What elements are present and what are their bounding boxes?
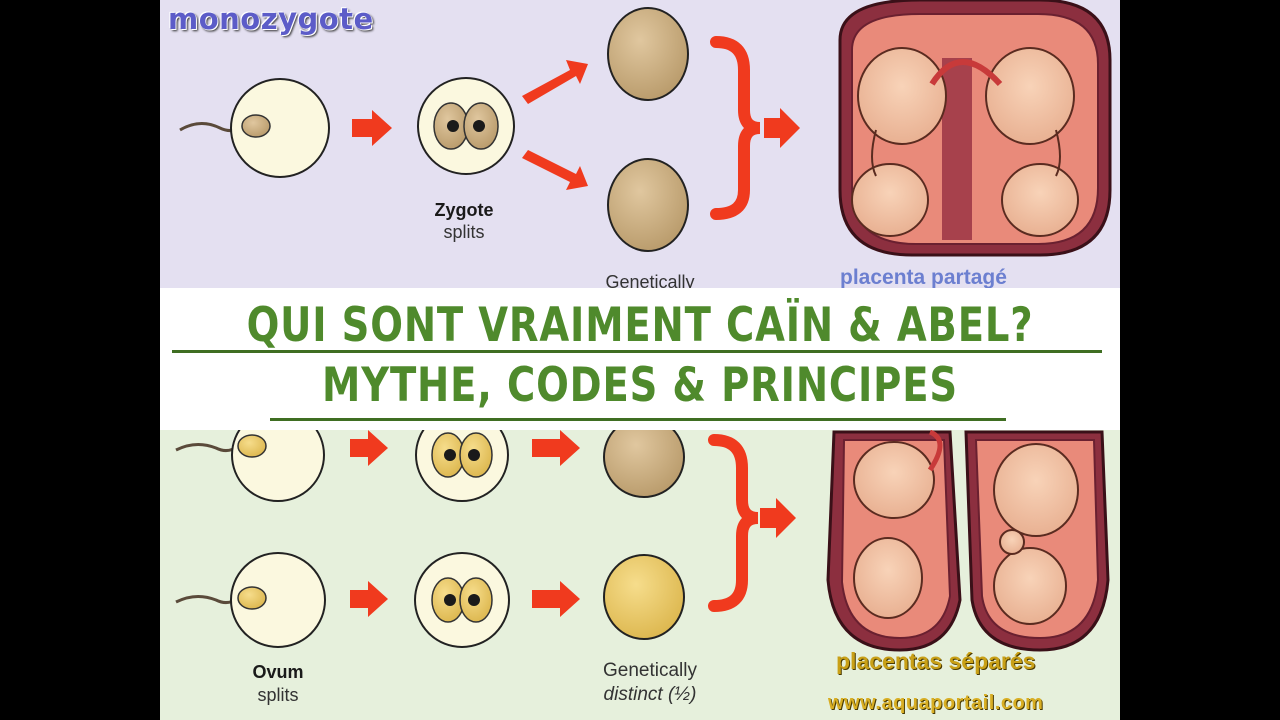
- arrow-icon: [350, 581, 388, 617]
- arrow-icon: [522, 60, 588, 104]
- sperm-icon: [175, 443, 239, 453]
- slide: monozygote Zygote splits Genetically pla…: [160, 0, 1120, 720]
- genetic-label-bottom: Genetically: [603, 660, 697, 681]
- arrow-icon: [532, 581, 580, 617]
- arrow-icon: [350, 430, 388, 466]
- arrow-icon: [760, 498, 796, 538]
- placenta-shared-caption: placenta partagé: [840, 266, 1007, 289]
- cell-icon: [607, 158, 689, 252]
- egg-cell-icon: [230, 552, 326, 648]
- bracket-icon: [710, 36, 761, 220]
- cell-icon: [607, 7, 689, 101]
- title-banner: QUI SONT VRAIMENT CAÏN & ABEL? MYTHE, CO…: [160, 288, 1120, 430]
- zygote-icon: [415, 408, 509, 502]
- arrow-icon: [522, 150, 588, 190]
- placenta-separate-caption: placentas séparés: [836, 648, 1036, 674]
- ovum-sublabel: splits: [257, 685, 299, 705]
- arrow-icon: [532, 430, 580, 466]
- ovum-label: Ovum: [252, 662, 304, 682]
- title-underline-2: [270, 418, 1006, 421]
- watermark-url: www.aquaportail.com: [828, 692, 1044, 714]
- title-underline-1: [172, 350, 1102, 353]
- womb-twins-icon: [838, 0, 1112, 257]
- arrow-icon: [764, 108, 800, 148]
- arrow-icon: [352, 110, 392, 146]
- title-line-2: MYTHE, CODES & PRINCIPES: [322, 358, 958, 413]
- title-line-1: QUI SONT VRAIMENT CAÏN & ABEL?: [246, 298, 1034, 353]
- bracket-icon: [708, 434, 759, 612]
- sperm-icon: [175, 595, 239, 605]
- zygote-sublabel: splits: [443, 222, 485, 242]
- genetic-sublabel-bottom: distinct (½): [603, 684, 697, 705]
- zygote-icon: [417, 77, 515, 175]
- egg-cell-icon: [230, 78, 330, 178]
- cell-icon: [603, 554, 685, 640]
- zygote-icon: [414, 552, 510, 648]
- womb-twins-icon: [826, 429, 1110, 652]
- twins-diagram: [175, 0, 1112, 652]
- heading-monozygote: monozygote: [168, 2, 374, 36]
- genetic-label-top: Genetically: [605, 272, 695, 292]
- zygote-label: Zygote: [434, 200, 494, 220]
